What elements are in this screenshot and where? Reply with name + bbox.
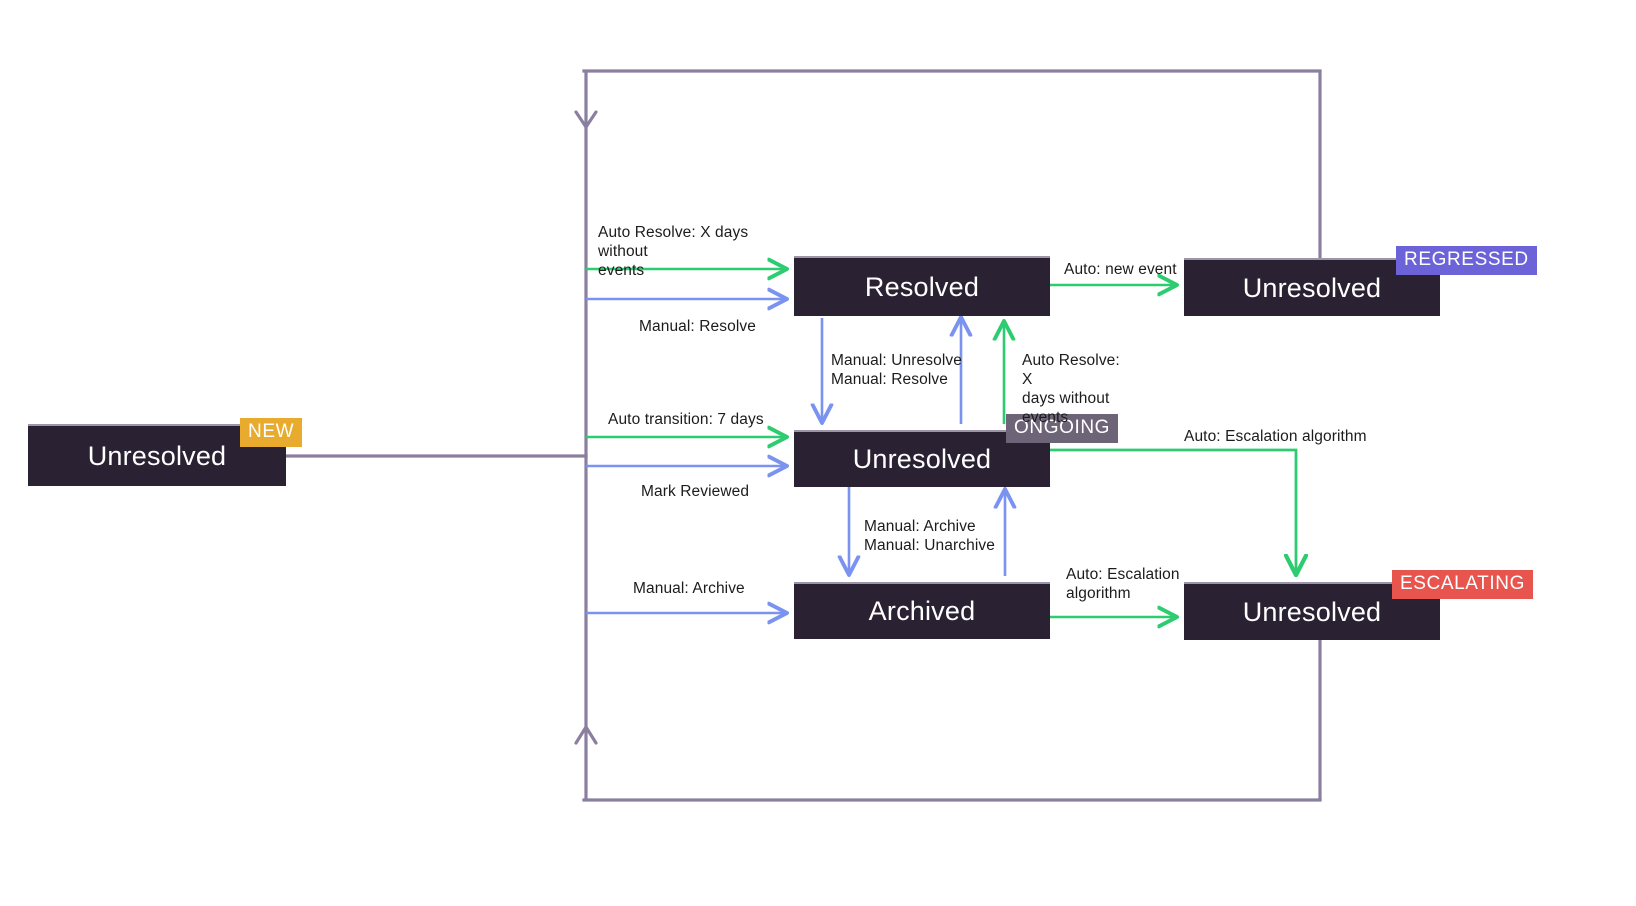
edge-loopback-bottom-spine xyxy=(574,456,598,800)
node-label: Unresolved xyxy=(852,444,992,474)
badge-escalating: ESCALATING xyxy=(1392,570,1533,599)
edge-label-manual-archive: Manual: Archive xyxy=(633,580,745,597)
edge-label-auto-resolve-x-days: Auto Resolve: X days without events xyxy=(598,224,749,279)
edge-loopback-top-spine xyxy=(574,72,598,456)
edge-label-manual-unresolve-resolve: Manual: Unresolve Manual: Resolve xyxy=(831,352,962,388)
edge-label-auto-escalation-algorithm: Auto: Escalation algorithm xyxy=(1184,428,1367,445)
edge-label-auto-resolve-x-days-2: Auto Resolve: X days without events xyxy=(1022,352,1120,426)
edge-label-mark-reviewed: Mark Reviewed xyxy=(641,483,750,500)
edge-label-auto-new-event: Auto: new event xyxy=(1064,261,1177,278)
node-resolved[interactable]: Resolved xyxy=(794,256,1050,316)
badge-label: ONGOING xyxy=(1014,417,1111,438)
badge-ongoing: ONGOING xyxy=(1006,414,1119,443)
edge-label-auto-transition-7-days: Auto transition: 7 days xyxy=(608,411,764,428)
node-archived[interactable]: Archived xyxy=(794,582,1050,639)
badge-label: REGRESSED xyxy=(1404,249,1529,270)
badge-regressed: REGRESSED xyxy=(1396,246,1537,275)
node-label: Archived xyxy=(868,596,976,626)
badge-label: NEW xyxy=(248,421,295,442)
badge-new: NEW xyxy=(240,418,303,447)
node-label: Resolved xyxy=(864,271,980,302)
node-label: Unresolved xyxy=(1242,596,1382,627)
node-label: Unresolved xyxy=(1242,272,1382,303)
edge-label-manual-resolve: Manual: Resolve xyxy=(639,318,756,335)
badge-label: ESCALATING xyxy=(1400,573,1525,594)
node-label: Unresolved xyxy=(87,440,227,471)
edge-auto-escalation-ongoing xyxy=(1050,448,1296,574)
edge-label-auto-escalation-algorithm-2: Auto: Escalation algorithm xyxy=(1066,566,1180,602)
edge-label-manual-archive-unarchive: Manual: Archive Manual: Unarchive xyxy=(864,518,995,554)
